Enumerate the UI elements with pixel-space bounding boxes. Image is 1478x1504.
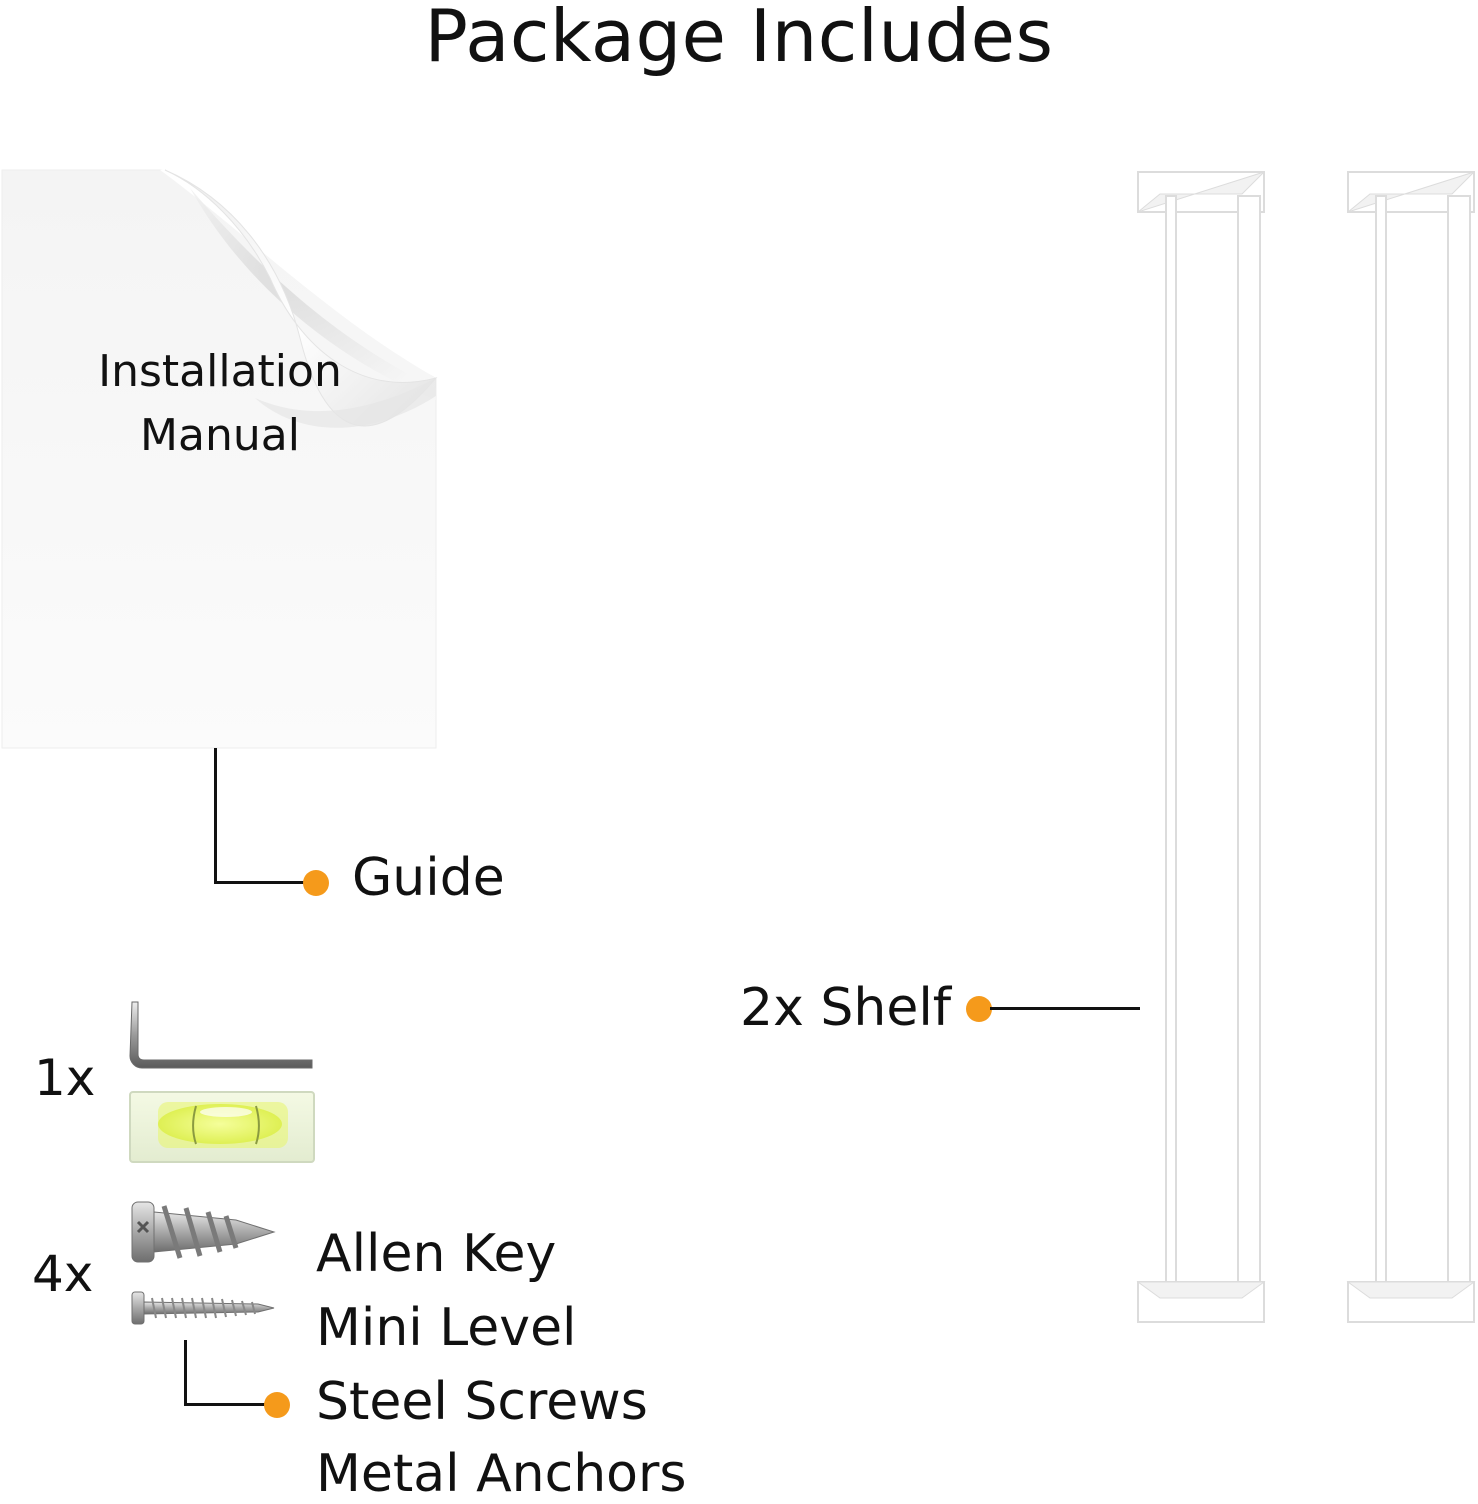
screw-icon [131,1291,275,1325]
bubble-level-icon [129,1091,315,1163]
shelf-label: 2x Shelf [740,978,952,1038]
guide-label: Guide [352,848,505,908]
manual-title-line1: Installation [98,346,342,397]
shelf-callout-dot [966,996,992,1022]
hardware-callout-dot [264,1392,290,1418]
steel-screws-label: Steel Screws [316,1372,648,1432]
manual-title-line2: Manual [140,410,300,461]
metal-anchors-label: Metal Anchors [316,1444,687,1504]
hardware-callout-vertical [184,1340,187,1406]
floating-shelf-icon [1346,171,1476,1323]
drywall-anchor-icon [131,1201,276,1263]
page-title: Package Includes [424,0,1054,78]
guide-callout-horizontal [214,881,306,884]
mini-level-label: Mini Level [316,1298,577,1358]
manual-cover-text: Installation Manual [60,340,380,468]
floating-shelf-icon [1136,171,1266,1323]
guide-callout-dot [303,870,329,896]
hardware-callout-horizontal [184,1403,266,1406]
allen-key-icon [129,1001,313,1069]
curled-page-icon [1,169,438,749]
allen-key-label: Allen Key [316,1224,557,1284]
guide-callout-vertical [214,748,217,884]
shelf-callout-line [990,1007,1140,1010]
quantity-1x: 1x [34,1049,96,1107]
quantity-4x: 4x [32,1245,94,1303]
